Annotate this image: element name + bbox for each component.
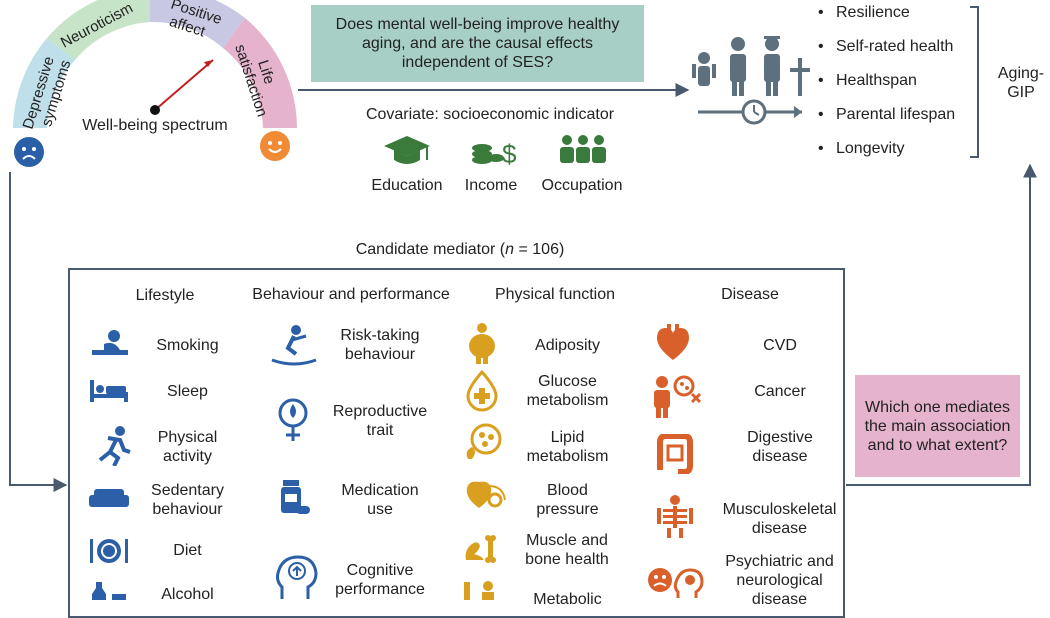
mediator-reproductive: Reproductive trait [332, 403, 428, 439]
outcomes-bracket [970, 6, 979, 158]
col-head-physical: Physical function [494, 286, 616, 303]
mediator-question: Which one mediates the main association … [855, 375, 1020, 477]
occupation-icon [560, 135, 606, 163]
sofa-icon [89, 489, 129, 507]
happy-face-icon [260, 131, 290, 161]
mediator-sedentary: Sedentary behaviour [151, 482, 224, 518]
wellbeing-gauge: Depressivesymptoms Neuroticism Positivea… [13, 0, 297, 131]
medication-icon [281, 480, 310, 514]
digestive-icon [657, 434, 693, 474]
glucose-icon [466, 370, 498, 412]
smoking-icon [92, 330, 128, 355]
mediator-diet: Diet [173, 542, 202, 559]
outcome-item: •Longevity [818, 140, 905, 157]
col-head-behaviour: Behaviour and performance [252, 286, 450, 303]
svg-text:$: $ [502, 139, 517, 168]
metabolic-icon [464, 581, 494, 600]
skeleton-icon [657, 495, 693, 538]
gauge-segment-neuroticism [47, 0, 150, 60]
outcome-item: •Resilience [818, 4, 910, 21]
mediator-digestive: Digestive disease [747, 429, 813, 465]
mediator-blood-pressure: Blood pressure [536, 482, 599, 518]
sad-face-icon [14, 137, 44, 167]
adiposity-icon [469, 323, 495, 364]
col-head-disease: Disease [721, 286, 779, 303]
mediator-physical-activity: Physical activity [157, 429, 218, 465]
col-head-lifestyle: Lifestyle [135, 287, 195, 304]
blood-pressure-icon [466, 481, 506, 508]
mediator-musculoskeletal: Musculoskeletal disease [722, 501, 837, 537]
graduation-cap-icon [384, 136, 430, 164]
outcome-item: •Self-rated health [818, 38, 954, 55]
mediator-medication: Medication use [341, 482, 419, 518]
mediator-alcohol: Alcohol [161, 586, 214, 603]
psychiatric-icon [648, 568, 704, 598]
running-icon [98, 426, 131, 466]
outcome-item: •Healthspan [818, 72, 917, 89]
gauge-needle [154, 59, 214, 111]
mediator-sleep: Sleep [167, 383, 208, 400]
heart-icon [657, 324, 689, 360]
cancer-icon [654, 375, 702, 418]
family-aging-icon [692, 36, 810, 125]
mediator-title: Candidate mediator (n = 106) [355, 241, 565, 258]
risk-taking-icon [271, 325, 317, 366]
research-question: Does mental well-being improve healthy a… [311, 5, 644, 82]
covariate-education: Education [371, 177, 443, 194]
alcohol-icon [92, 582, 126, 600]
covariate-title: Covariate: socioeconomic indicator [365, 106, 615, 123]
outcomes-list: •Resilience •Self-rated health •Healthsp… [818, 4, 955, 174]
mediator-glucose: Glucose metabolism [526, 373, 609, 409]
arrow-to-mediator [9, 172, 68, 492]
cognitive-head-icon [276, 555, 318, 599]
mediator-cancer: Cancer [754, 383, 806, 400]
muscle-bone-icon [465, 535, 496, 563]
diet-plate-icon [90, 539, 128, 563]
mediator-psychiatric: Psychiatric and neurological disease [725, 553, 834, 608]
mediator-risk-taking: Risk-taking behaviour [340, 327, 420, 363]
aging-gip-label: Aging-GIP [997, 65, 1045, 101]
lipid-icon [466, 423, 502, 459]
covariate-occupation: Occupation [541, 177, 623, 194]
gauge-segment-positive [150, 0, 245, 48]
mediator-adiposity: Adiposity [535, 337, 600, 354]
mediator-cognitive: Cognitive performance [335, 562, 425, 598]
arrow-mediator-to-outcomes [846, 163, 1037, 486]
covariate-income: Income [464, 177, 518, 194]
connector-lines [9, 6, 1037, 492]
gauge-segment-life [223, 18, 297, 128]
mediator-smoking: Smoking [156, 337, 219, 354]
outcome-item: •Parental lifespan [818, 106, 956, 123]
gauge-caption: Well-being spectrum [82, 117, 228, 134]
gauge-segment-depressive [13, 38, 75, 128]
bed-icon [90, 380, 128, 402]
reproductive-icon [278, 398, 308, 441]
mediator-muscle-bone: Muscle and bone health [525, 532, 609, 568]
mediator-lipid: Lipid metabolism [526, 429, 609, 465]
money-icon: $ [472, 139, 517, 168]
mediator-cvd: CVD [763, 337, 797, 354]
